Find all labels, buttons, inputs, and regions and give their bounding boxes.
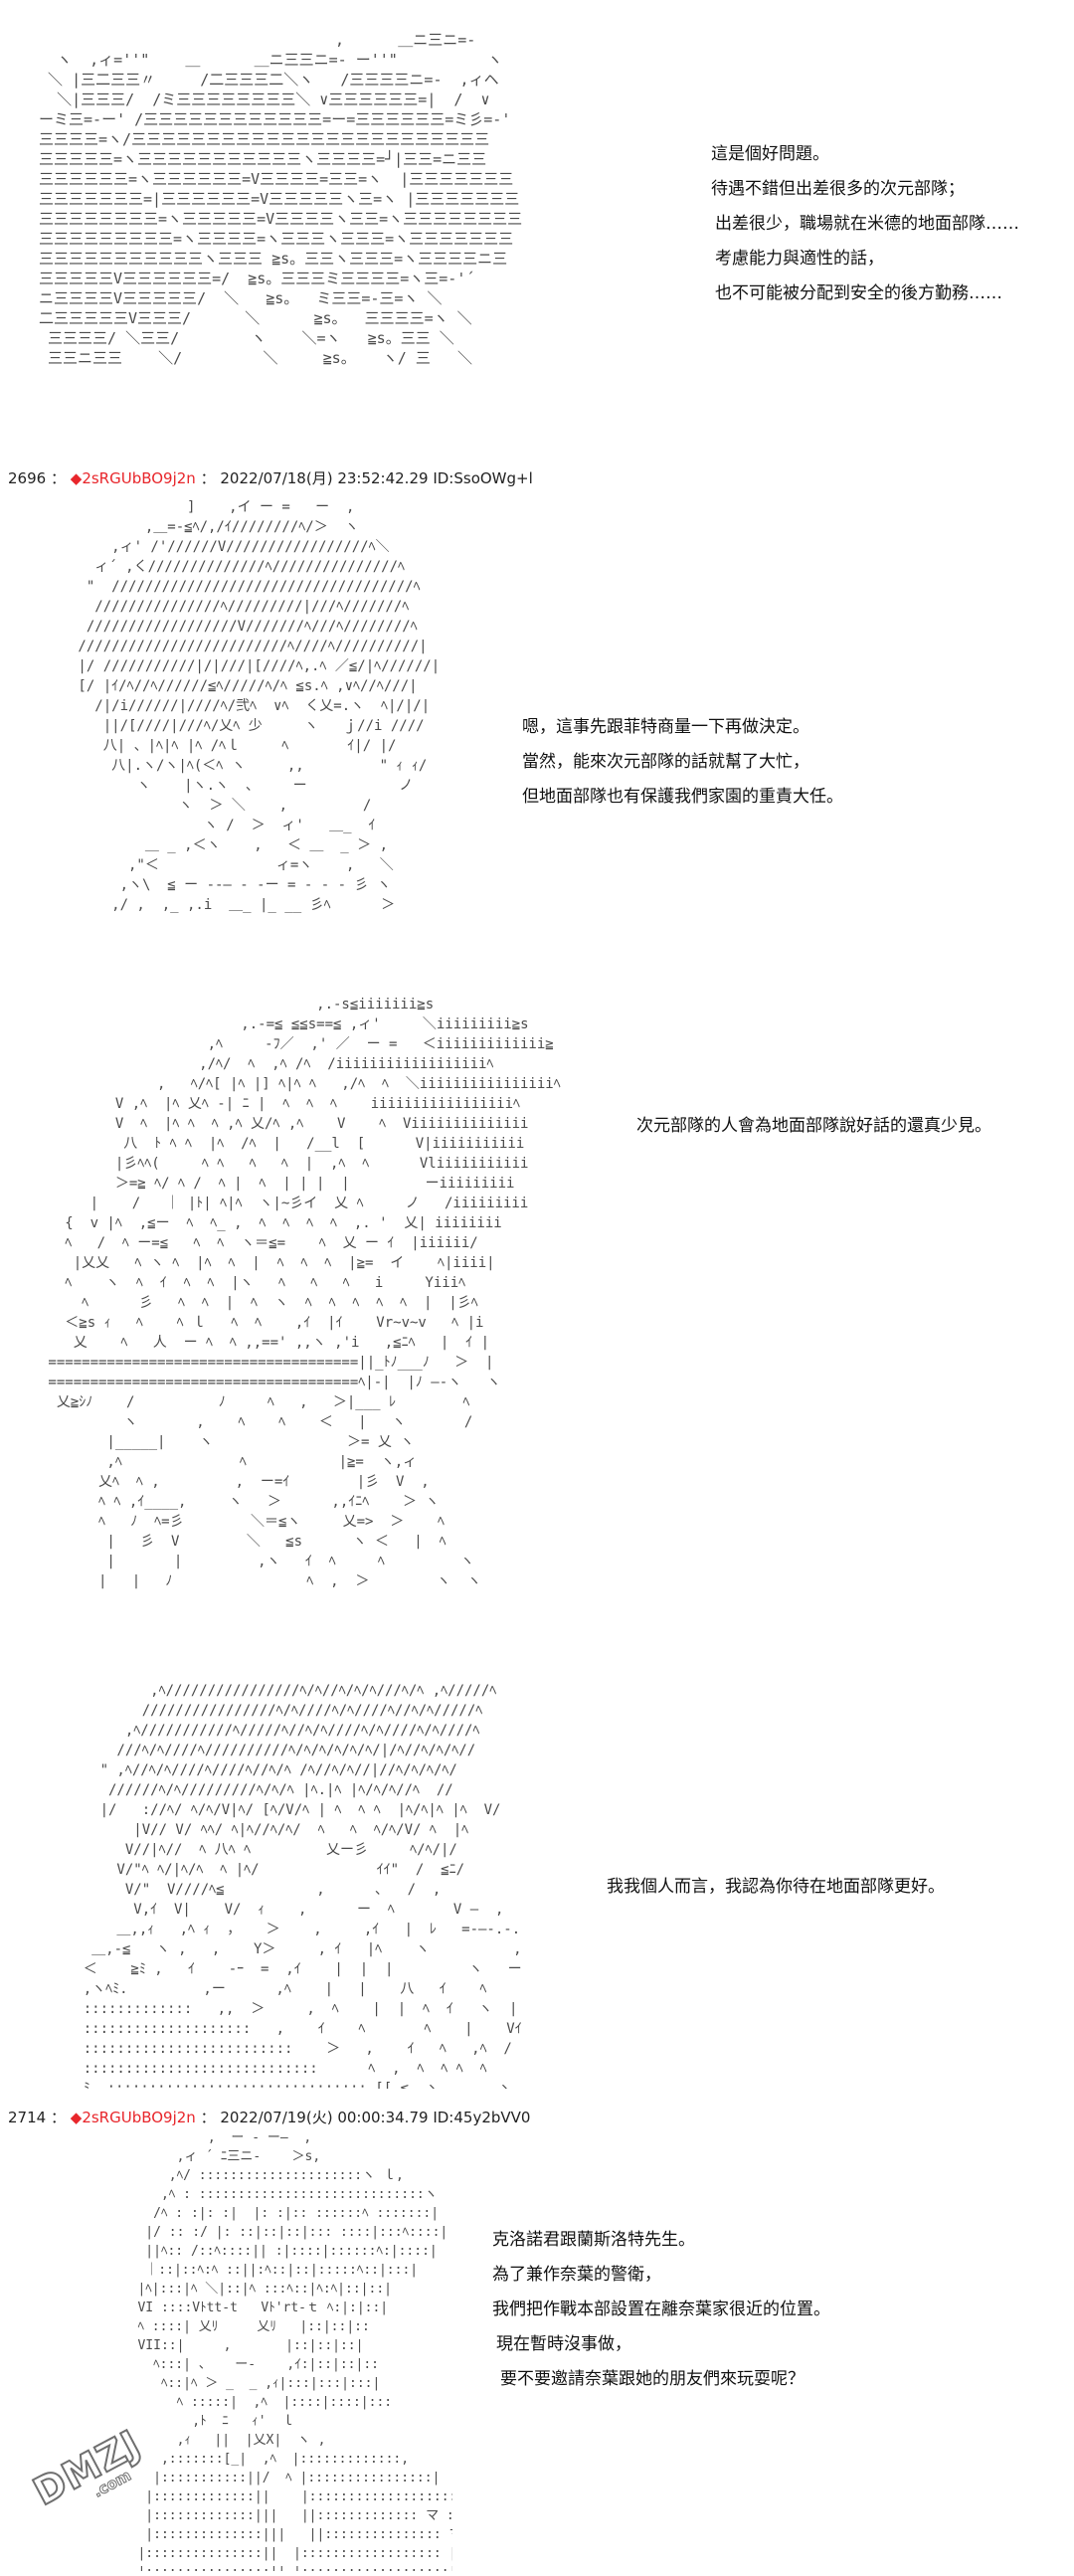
post-tripcode: 2sRGUbBO9j2n (82, 2109, 196, 2126)
ascii-art-panel-3: ,.-s≦iiiiiii≧s ,.-=≦ ≦≦s==≦ ,ィ' ＼iiiiiii… (48, 997, 561, 1589)
dialogue-panel-1: 這是個好問題。 待遇不錯但出差很多的次元部隊； 出差很少，職場就在米德的地面部隊… (711, 137, 1019, 311)
dialogue-panel-5: 克洛諾君跟蘭斯洛特先生。 為了兼作奈葉的警衛， 我們把作戰本部設置在離奈葉家很近… (492, 2223, 830, 2397)
dialogue-line: 我我個人而言，我認為你待在地面部隊更好。 (607, 1877, 945, 1897)
post-separator: ： (200, 469, 216, 487)
dialogue-line: 次元部隊的人會為地面部隊說好話的還真少見。 (636, 1116, 991, 1136)
post-separator: ： (200, 2109, 216, 2126)
dialogue-line: 當然，能來次元部隊的話就幫了大忙， (522, 752, 809, 772)
ascii-art-panel-1: , ＿ニ三ニ=- ヽ ,ィ=''" ＿ ＿ニ三三ニ=- ー''" ヽ ＼ |三二… (39, 31, 523, 367)
post-header: 2696 ： ◆2sRGUbBO9j2n ： 2022/07/18(月) 23:… (8, 467, 533, 488)
trip-diamond-icon: ◆ (70, 2109, 83, 2126)
post-number: 2696 (8, 469, 47, 487)
dialogue-line: 為了兼作奈葉的警衛， (492, 2265, 661, 2285)
trip-diamond-icon: ◆ (70, 469, 83, 487)
dialogue-line: 但地面部隊也有保護我們家園的重責大任。 (522, 787, 843, 807)
dialogue-line: 克洛諾君跟蘭斯洛特先生。 (492, 2230, 695, 2250)
ascii-art-panel-5: , ー ‐ ー― , ,ィ ´ ﾆ三ニ- ＞s, ,ﾍ/ :::::::::::… (137, 2130, 452, 2571)
post-datetime: 2022/07/19(火) 00:00:34.79 (220, 2109, 429, 2126)
ascii-art-panel-2: ] ,イ ー = ー , ,＿=-≦ﾍ/,/ｲ////////ﾍ/＞ ヽ ,ィ'… (78, 499, 441, 913)
dialogue-line: 也不可能被分配到安全的後方勤務…… (715, 283, 1002, 303)
dialogue-panel-3: 次元部隊的人會為地面部隊說好話的還真少見。 (636, 1109, 991, 1144)
dialogue-line: 嗯，這事先跟菲特商量一下再做決定。 (522, 717, 809, 737)
dialogue-line: 待遇不錯但出差很多的次元部隊； (711, 179, 965, 199)
dialogue-line: 要不要邀請奈葉跟她的朋友們來玩耍呢？ (500, 2369, 805, 2389)
post-number: 2714 (8, 2109, 47, 2126)
dialogue-line: 出差很少，職場就在米德的地面部隊…… (715, 214, 1019, 234)
dialogue-panel-2: 嗯，這事先跟菲特商量一下再做決定。 當然，能來次元部隊的話就幫了大忙， 但地面部… (522, 710, 843, 815)
post-id: ID:45y2bVV0 (433, 2109, 531, 2126)
post-tripcode: 2sRGUbBO9j2n (82, 469, 196, 487)
dialogue-line: 考慮能力與適性的話， (715, 249, 884, 269)
post-datetime: 2022/07/18(月) 23:52:42.29 (220, 469, 429, 487)
dialogue-line: 現在暫時沒事做， (496, 2334, 631, 2354)
dialogue-panel-4: 我我個人而言，我認為你待在地面部隊更好。 (607, 1870, 945, 1905)
post-id: ID:SsoOWg+l (433, 469, 533, 487)
post-header: 2714 ： ◆2sRGUbBO9j2n ： 2022/07/19(火) 00:… (8, 2107, 530, 2127)
post-separator: ： (50, 469, 66, 487)
dialogue-line: 這是個好問題。 (711, 144, 829, 164)
dialogue-line: 我們把作戰本部設置在離奈葉家很近的位置。 (492, 2300, 830, 2319)
post-separator: ： (50, 2109, 66, 2126)
ascii-art-panel-4: ,ﾍ////////////////ﾍ/ﾍ//ﾍ/ﾍ/ﾍ///ﾍ/ﾍ ,ﾍ///… (75, 1683, 522, 2089)
